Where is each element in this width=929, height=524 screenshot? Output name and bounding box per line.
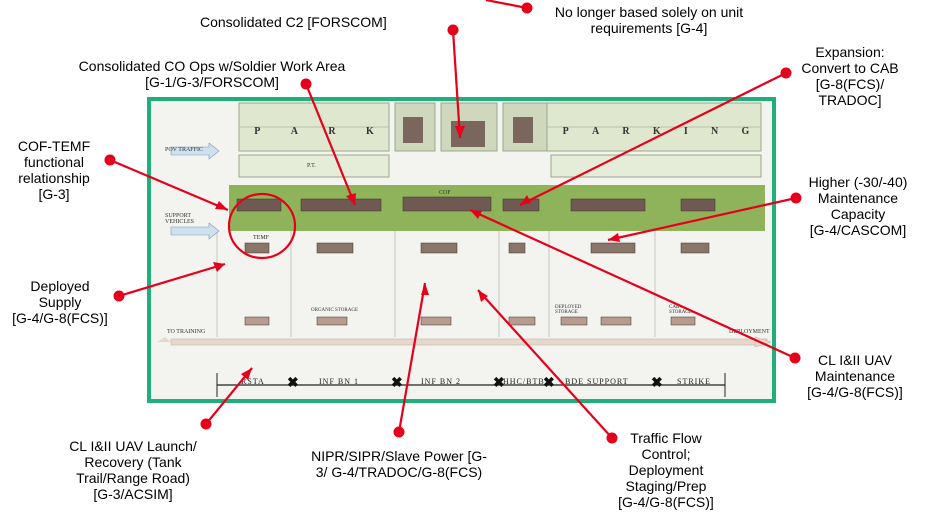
cab-storage-label: CAB STORAGE	[669, 305, 692, 315]
label-consolidated-co-ops: Consolidated CO Ops w/Soldier Work Area …	[78, 58, 346, 90]
cof-building-1	[236, 198, 282, 212]
unit-label-hhc-btb: HHC/BTB	[503, 377, 545, 386]
deployment-label: DEPLOYMENT	[729, 329, 770, 335]
parking-letter: N	[711, 126, 719, 137]
parking-letter: P	[562, 126, 569, 137]
label-cl-uav-launch: CL I&II UAV Launch/ Recovery (Tank Trail…	[69, 438, 197, 502]
parking-letter: R	[622, 126, 630, 137]
unit-separator-icon: ✖	[651, 374, 663, 390]
unit-separator-icon: ✖	[493, 374, 505, 390]
parking-letter: K	[366, 126, 374, 137]
parking-letter: R	[328, 126, 336, 137]
c2-building	[451, 121, 485, 147]
pov-arrow	[170, 142, 220, 160]
site-plan-drawing	[157, 102, 772, 397]
label-higher-maintenance: Higher (-30/-40) Maintenance Capacity [G…	[808, 174, 908, 238]
cof-building-3	[402, 196, 492, 212]
pov-traffic-label: POV TRAFFIC	[165, 147, 203, 153]
parking-letter: I	[683, 126, 688, 137]
temf-label: TEMF	[253, 235, 270, 241]
unit-label-rsta: RSTA	[241, 377, 265, 386]
cof-building-2	[300, 198, 382, 212]
parking-letter: A	[591, 126, 600, 137]
unit-separator-icon: ✖	[543, 374, 555, 390]
to-training-label: TO TRAINING	[167, 329, 206, 335]
hq-building	[403, 117, 423, 143]
label-cof-temf: COF-TEMF functional relationship [G-3]	[17, 138, 91, 202]
unit-label-inf-bn-2: INF BN 2	[421, 377, 462, 386]
cof-building-4	[502, 198, 540, 212]
unit-separator-icon: ✖	[391, 374, 403, 390]
cof-building-6	[680, 198, 716, 212]
organic-storage-label: ORGANIC STORAGE	[311, 308, 358, 313]
parking-letter: A	[290, 126, 298, 137]
cof-label: COF	[439, 190, 451, 196]
label-expansion: Expansion: Convert to CAB [G-8(FCS)/ TRA…	[801, 44, 899, 108]
parking-letter: G	[741, 126, 750, 137]
label-nipr-sipr: NIPR/SIPR/Slave Power [G- 3/ G-4/TRADOC/…	[311, 448, 487, 480]
unit-label-strike: STRIKE	[677, 377, 711, 386]
pt-label: P.T.	[307, 163, 316, 169]
label-no-longer-based: No longer based solely on unit requireme…	[554, 4, 744, 36]
road	[170, 338, 768, 346]
unit-separator-icon: ✖	[287, 374, 299, 390]
parking-letter: P	[254, 126, 261, 137]
label-cl-uav-maintenance: CL I&II UAV Maintenance [G-4/G-8(FCS)]	[807, 352, 903, 400]
unit-label-inf-bn-1: INF BN 1	[319, 377, 360, 386]
support-arrow	[170, 222, 220, 240]
label-deployed-supply: Deployed Supply [G-4/G-8(FCS)]	[12, 278, 108, 326]
support-vehicles-label: SUPPORT VEHICLES	[165, 213, 194, 225]
deployed-storage-label: DEPLOYED STORAGE	[555, 305, 582, 315]
parking-right: P A R K I N G	[551, 126, 761, 137]
parking-left: P A R K	[239, 126, 389, 137]
hq-building-2	[513, 117, 533, 143]
label-consolidated-c2: Consolidated C2 [FORSCOM]	[200, 14, 387, 30]
cof-building-5	[570, 198, 646, 212]
site-plan: POV TRAFFIC SUPPORT VEHICLES TO TRAINING…	[147, 97, 776, 403]
parking-letter: K	[652, 126, 661, 137]
label-traffic-flow: Traffic Flow Control; Deployment Staging…	[618, 430, 714, 510]
unit-label-bde-support: BDE SUPPORT	[565, 377, 629, 386]
